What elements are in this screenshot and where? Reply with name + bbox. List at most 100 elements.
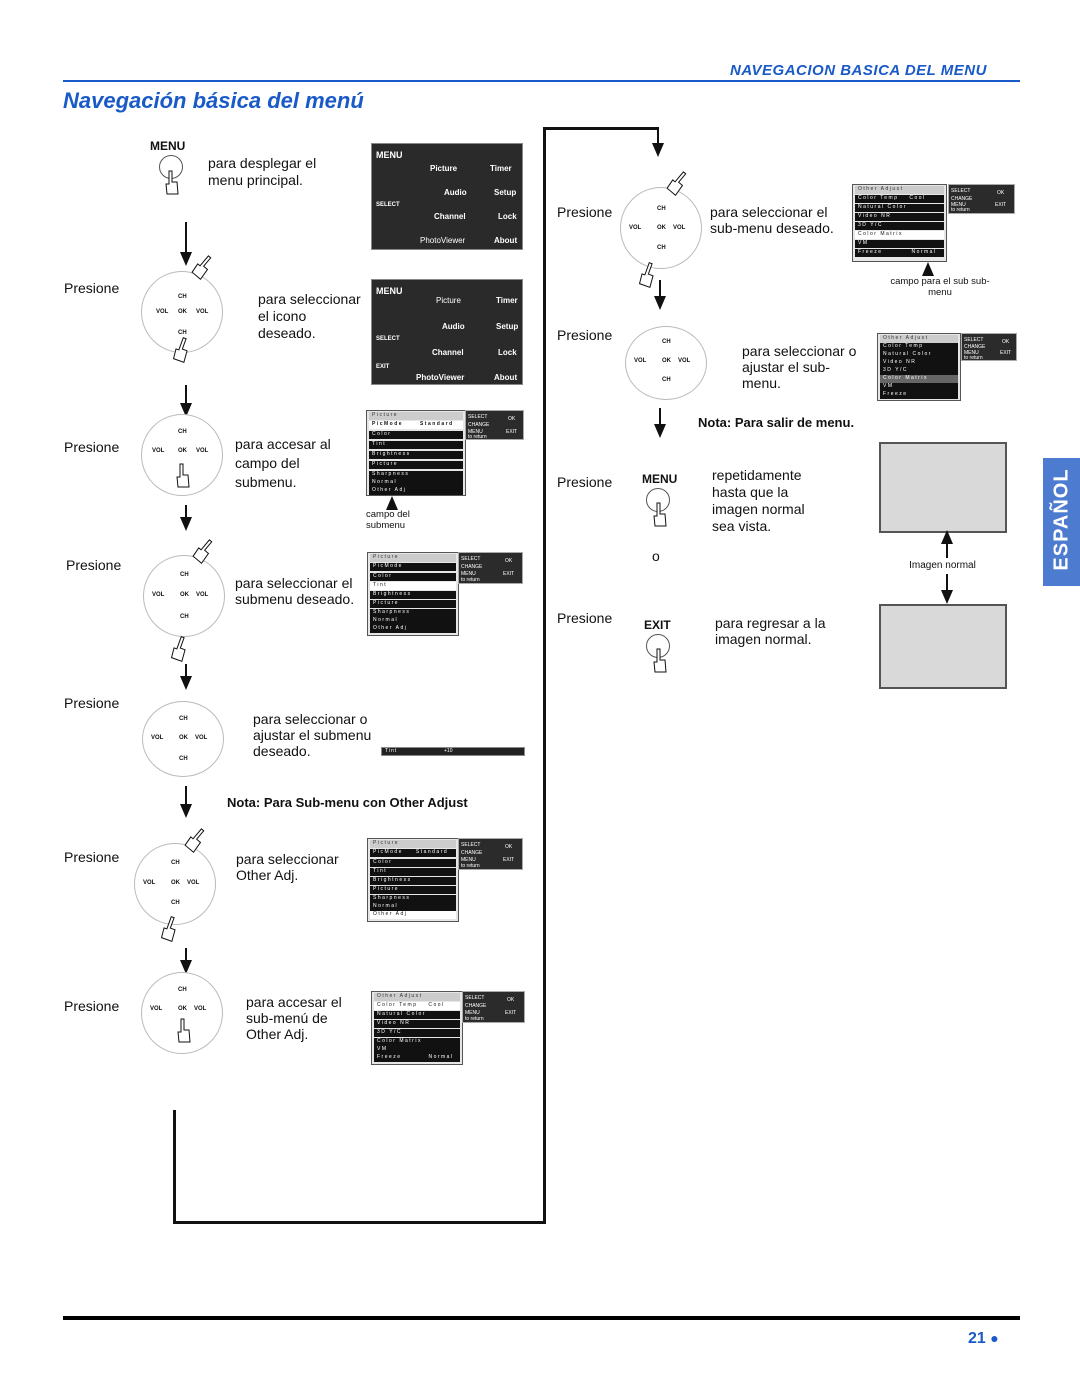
- main-menu-screen-selected: MENU SELECT EXIT Picture Timer Audio Set…: [371, 279, 523, 385]
- pointing-hand-icon: [652, 502, 668, 528]
- pointing-hand-icon: [190, 536, 219, 566]
- menu-button-label: MENU: [150, 139, 186, 153]
- remote-pad: CH VOL OK VOL CH: [620, 187, 702, 269]
- tint-adjust-bar: Tint +10: [381, 747, 525, 756]
- flow-arrow: [180, 222, 192, 266]
- osd-help-panel: SELECT OK CHANGE MENU EXIT to return: [948, 184, 1015, 214]
- pointing-hand-icon: [664, 168, 693, 198]
- menu-title: MENU: [376, 150, 403, 160]
- step5-text: para seleccionar o ajustar el submenu de…: [253, 711, 372, 759]
- presione-label: Presione: [64, 998, 120, 1014]
- connector-line: [543, 127, 546, 1224]
- pointer-arrow: [922, 262, 934, 276]
- osd-help-panel: SELECT OK CHANGE MENU EXIT to return: [458, 552, 523, 584]
- pointing-hand-icon: [175, 463, 191, 489]
- sub-submenu-caption: campo para el sub sub-menu: [890, 276, 990, 298]
- flow-arrow: [941, 574, 953, 604]
- remote-pad: CH VOL OK VOL CH: [141, 271, 223, 353]
- menu-tile-audio: Audio: [444, 188, 467, 197]
- or-label: o: [652, 548, 660, 564]
- remote-pad: CH VOL OK VOL CH: [625, 326, 707, 400]
- other-adjust-osd: Other Adjust Color Temp Cool Natural Col…: [852, 184, 947, 262]
- other-adjust-osd: Other Adjust Color Temp Cool Natural Col…: [371, 991, 463, 1065]
- menu-tile-channel: Channel: [434, 212, 466, 221]
- header-rule: [63, 80, 1020, 82]
- remote-pad: CH VOL OK VOL CH: [134, 843, 216, 925]
- flow-arrow: [180, 664, 192, 690]
- osd-help-panel: SELECT OK CHANGE MENU EXIT to return: [961, 333, 1017, 361]
- remote-pad: CH VOL OK VOL CH: [142, 701, 224, 777]
- presione-label: Presione: [64, 849, 120, 865]
- osd-help-panel: SELECT OK CHANGE MENU EXIT to return: [458, 838, 523, 870]
- step6-text: para seleccionar Other Adj.: [236, 851, 339, 883]
- pointer-arrow: [386, 496, 398, 510]
- main-menu-screen: MENU SELECT Picture Timer Audio Setup Ch…: [371, 143, 523, 250]
- flow-arrow: [941, 530, 953, 560]
- pointing-hand-icon: [636, 260, 660, 290]
- step2-text: para seleccionar el icono deseado.: [258, 291, 361, 341]
- right-step1-text: para seleccionar el sub-menu deseado.: [710, 204, 834, 236]
- menu-tile-picture: Picture: [430, 164, 458, 173]
- menu-tile-lock: Lock: [498, 212, 517, 221]
- language-tab: ESPAÑOL: [1043, 458, 1080, 586]
- flow-arrow: [652, 127, 664, 157]
- other-adjust-osd: Other Adjust Color Temp Natural Color Vi…: [877, 333, 961, 401]
- osd-help-panel: SELECT OK CHANGE MENU EXIT to return: [462, 991, 525, 1023]
- presione-label: Presione: [557, 610, 613, 626]
- flow-arrow: [654, 408, 666, 438]
- menu-tile-setup: Setup: [494, 188, 517, 197]
- picture-menu-osd: Picture PicMode Standard Color Tint Brig…: [366, 410, 466, 496]
- tv-screen: [879, 442, 1007, 533]
- step3-text: para accesar al campo del submenu.: [235, 436, 331, 490]
- presione-label: Presione: [557, 327, 613, 343]
- picture-menu-osd: Picture PicMode Standard Color Tint Brig…: [367, 838, 459, 922]
- presione-label: Presione: [64, 280, 120, 296]
- picture-menu-osd: Picture PicMode Color Tint Brightness Pi…: [367, 552, 459, 636]
- exit-button-label: EXIT: [644, 618, 671, 632]
- right-step3-text: repetidamente hasta que la imagen normal…: [712, 467, 805, 534]
- pointing-hand-icon: [168, 634, 192, 664]
- step7-text: para accesar el sub-menú de Other Adj.: [246, 994, 342, 1042]
- flow-arrow: [180, 948, 192, 974]
- tv-screen: [879, 604, 1007, 689]
- flow-arrow: [654, 280, 666, 310]
- connector-line: [173, 1110, 176, 1224]
- flow-arrow: [180, 385, 192, 417]
- pointing-hand-icon: [170, 335, 194, 365]
- submenu-field-caption: campo del submenu: [366, 509, 410, 531]
- presione-label: Presione: [557, 474, 613, 490]
- presione-label: Presione: [64, 439, 120, 455]
- step4-text: para seleccionar el submenu deseado.: [235, 575, 355, 607]
- presione-label: Presione: [66, 557, 122, 573]
- pointing-hand-icon: [652, 648, 668, 674]
- menu-tile-photoviewer: PhotoViewer: [420, 236, 466, 245]
- right-step4-text: para regresar a la imagen normal.: [715, 615, 826, 647]
- page-title: Navegación básica del menú: [63, 88, 364, 113]
- flow-arrow: [180, 786, 192, 818]
- pointing-hand-icon: [182, 825, 211, 855]
- section-header-label: NAVEGACION BASICA DEL MENU: [730, 62, 987, 79]
- menu-tile-about: About: [494, 236, 518, 245]
- pointing-hand-icon: [176, 1018, 192, 1044]
- note-other-adjust: Nota: Para Sub-menu con Other Adjust: [227, 795, 468, 810]
- pointing-hand-icon: [189, 252, 218, 282]
- note-exit-menu: Nota: Para salir de menu.: [698, 415, 855, 430]
- menu-tile-timer: Timer: [490, 164, 512, 173]
- connector-line: [173, 1221, 546, 1224]
- menu-button[interactable]: [646, 488, 670, 512]
- page-number: 21 ●: [968, 1330, 999, 1347]
- connector-line: [543, 127, 657, 130]
- presione-label: Presione: [557, 204, 613, 220]
- flow-arrow: [180, 505, 192, 531]
- right-step2-text: para seleccionar o ajustar el sub-menu.: [742, 343, 857, 391]
- footer-rule: [63, 1316, 1020, 1320]
- pointing-hand-icon: [164, 170, 180, 196]
- select-label: SELECT: [376, 202, 400, 208]
- menu-button-label: MENU: [642, 472, 678, 486]
- language-tab-label: ESPAÑOL: [1050, 468, 1073, 571]
- presione-label: Presione: [64, 695, 120, 711]
- step1-text: para desplegar el menu principal.: [208, 155, 317, 188]
- osd-help-panel: SELECT OK CHANGE MENU EXIT to return: [465, 410, 524, 440]
- pointing-hand-icon: [158, 914, 182, 944]
- normal-image-caption: Imagen normal: [909, 560, 976, 571]
